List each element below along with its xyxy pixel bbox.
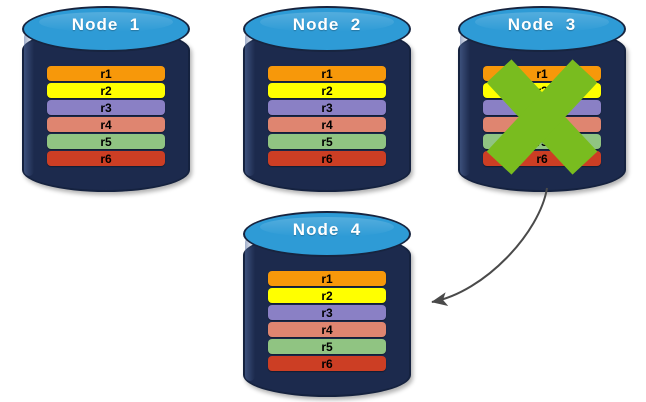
record-bar: r6 [47, 151, 165, 166]
record-bar: r6 [268, 356, 386, 371]
record-bar: r5 [47, 134, 165, 149]
node-label: Node 2 [292, 15, 362, 34]
record-list: r1 r2 r3 r4 r5 r6 [243, 271, 411, 373]
arrow-path [431, 187, 548, 307]
record-label: r6 [536, 151, 548, 166]
record-label: r1 [100, 66, 112, 81]
node-label: Node 1 [71, 15, 141, 34]
record-bar: r4 [483, 117, 601, 132]
record-label: r3 [321, 305, 333, 320]
record-bar: r1 [483, 66, 601, 81]
record-label: r4 [321, 322, 333, 337]
record-bar: r3 [483, 100, 601, 115]
node-1[interactable]: Node 1 r1 r2 r3 r4 r5 r6 [22, 6, 190, 192]
record-bar: r2 [47, 83, 165, 98]
record-bar: r3 [47, 100, 165, 115]
node-label: Node 4 [292, 220, 362, 239]
record-bar: r1 [47, 66, 165, 81]
record-bar: r2 [268, 83, 386, 98]
record-bar: r2 [268, 288, 386, 303]
record-label: r1 [321, 66, 333, 81]
record-label: r5 [321, 134, 333, 149]
record-label: r1 [321, 271, 333, 286]
record-label: r6 [321, 356, 333, 371]
record-label: r5 [536, 134, 548, 149]
record-label: r4 [536, 117, 548, 132]
node-4[interactable]: Node 4 r1 r2 r3 r4 r5 r6 [243, 211, 411, 397]
node-label: Node 3 [507, 15, 577, 34]
record-bar: r5 [268, 339, 386, 354]
record-label: r2 [321, 288, 333, 303]
record-bar: r1 [268, 66, 386, 81]
record-label: r1 [536, 66, 548, 81]
record-label: r4 [321, 117, 333, 132]
record-label: r3 [536, 100, 548, 115]
record-bar: r6 [483, 151, 601, 166]
node-2[interactable]: Node 2 r1 r2 r3 r4 r5 r6 [243, 6, 411, 192]
record-label: r6 [100, 151, 112, 166]
record-bar: r4 [47, 117, 165, 132]
record-label: r2 [100, 83, 112, 98]
record-list: r1 r2 r3 r4 r5 r6 [22, 66, 190, 168]
node-3[interactable]: Node 3 r1 r2 r3 r4 r5 r6 [458, 6, 626, 192]
record-label: r5 [100, 134, 112, 149]
record-bar: r1 [268, 271, 386, 286]
record-label: r6 [321, 151, 333, 166]
record-bar: r4 [268, 117, 386, 132]
record-bar: r3 [268, 305, 386, 320]
record-list: r1 r2 r3 r4 r5 r6 [243, 66, 411, 168]
record-label: r2 [536, 83, 548, 98]
record-label: r2 [321, 83, 333, 98]
record-bar: r6 [268, 151, 386, 166]
record-bar: r5 [268, 134, 386, 149]
record-bar: r3 [268, 100, 386, 115]
record-label: r5 [321, 339, 333, 354]
record-bar: r4 [268, 322, 386, 337]
record-bar: r2 [483, 83, 601, 98]
record-label: r3 [100, 100, 112, 115]
record-list: r1 r2 r3 r4 r5 r6 [458, 66, 626, 168]
record-label: r3 [321, 100, 333, 115]
record-bar: r5 [483, 134, 601, 149]
record-label: r4 [100, 117, 112, 132]
